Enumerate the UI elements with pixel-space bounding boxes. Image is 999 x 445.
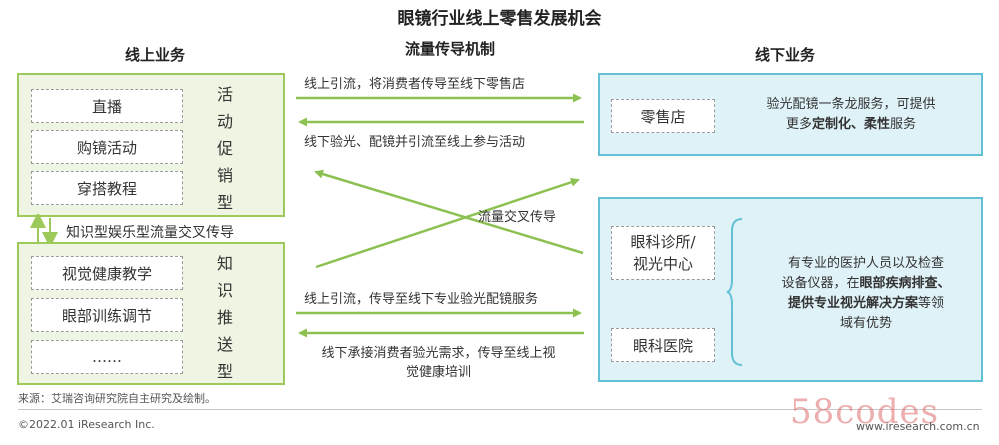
site-url[interactable]: www.iresearch.com.cn bbox=[856, 420, 980, 433]
eye-hospital: 眼科医院 bbox=[611, 328, 715, 362]
arrow-label-1: 线上引流，将消费者传导至线下零售店 bbox=[304, 77, 526, 92]
online-item-live: 直播 bbox=[31, 89, 183, 123]
online-cross-label: 知识型娱乐型流量交叉传导 bbox=[66, 225, 234, 241]
arrow-label-4: 线下承接消费者验光需求，传导至线上视 觉健康培训 bbox=[321, 346, 556, 380]
footer-divider bbox=[18, 409, 982, 410]
online-section-title: 线上业务 bbox=[124, 46, 185, 64]
arrow-label-2: 线下验光、配镜并引流至线上参与活动 bbox=[304, 135, 526, 150]
online-item-eye-training: 眼部训练调节 bbox=[31, 298, 183, 332]
arrow-label-cross: 流量交叉传导 bbox=[478, 210, 557, 225]
online-item-styling-tutorial: 穿搭教程 bbox=[31, 171, 183, 205]
online-promo-group: 直播 购镜活动 穿搭教程 活 动 促 销 型 bbox=[17, 73, 285, 217]
online-item-vision-health: 视觉健康教学 bbox=[31, 256, 183, 290]
arrow-cross-up bbox=[315, 177, 580, 269]
eye-clinic: 眼科诊所/ 视光中心 bbox=[611, 226, 715, 280]
knowledge-type-label: 知 识 推 送 型 bbox=[216, 254, 233, 381]
clinic-description: 有专业的医护人员以及检查 设备仪器，在眼部疾病排查、 提供专业视光解决方案等领 … bbox=[781, 256, 951, 331]
online-item-more: …… bbox=[31, 340, 183, 374]
watermark: 58codes bbox=[790, 392, 940, 432]
mechanism-section-title: 流量传导机制 bbox=[404, 40, 495, 58]
online-cross-arrows bbox=[30, 214, 58, 246]
offline-section-title: 线下业务 bbox=[754, 46, 815, 64]
retail-store: 零售店 bbox=[611, 99, 715, 133]
online-item-purchase-activity: 购镜活动 bbox=[31, 130, 183, 164]
offline-clinic-group: 眼科诊所/ 视光中心 眼科医院 有专业的医护人员以及检查 设备仪器，在眼部疾病排… bbox=[598, 197, 983, 382]
arrow-cross-down bbox=[314, 169, 584, 255]
arrow-label-3: 线上引流，传导至线下专业验光配镜服务 bbox=[304, 292, 539, 307]
source-note: 来源：艾瑞咨询研究院自主研究及绘制。 bbox=[18, 392, 216, 405]
brace-icon bbox=[726, 218, 743, 366]
promo-type-label: 活 动 促 销 型 bbox=[216, 85, 233, 212]
offline-store-group: 零售店 验光配镜一条龙服务，可提供 更多定制化、柔性服务 bbox=[598, 73, 983, 156]
page-title: 眼镜行业线上零售发展机会 bbox=[397, 9, 602, 29]
copyright: ©2022.01 iResearch Inc. bbox=[18, 418, 155, 431]
store-description: 验光配镜一条龙服务，可提供 更多定制化、柔性服务 bbox=[766, 97, 936, 132]
online-knowledge-group: 视觉健康教学 眼部训练调节 …… 知 识 推 送 型 bbox=[17, 242, 285, 385]
